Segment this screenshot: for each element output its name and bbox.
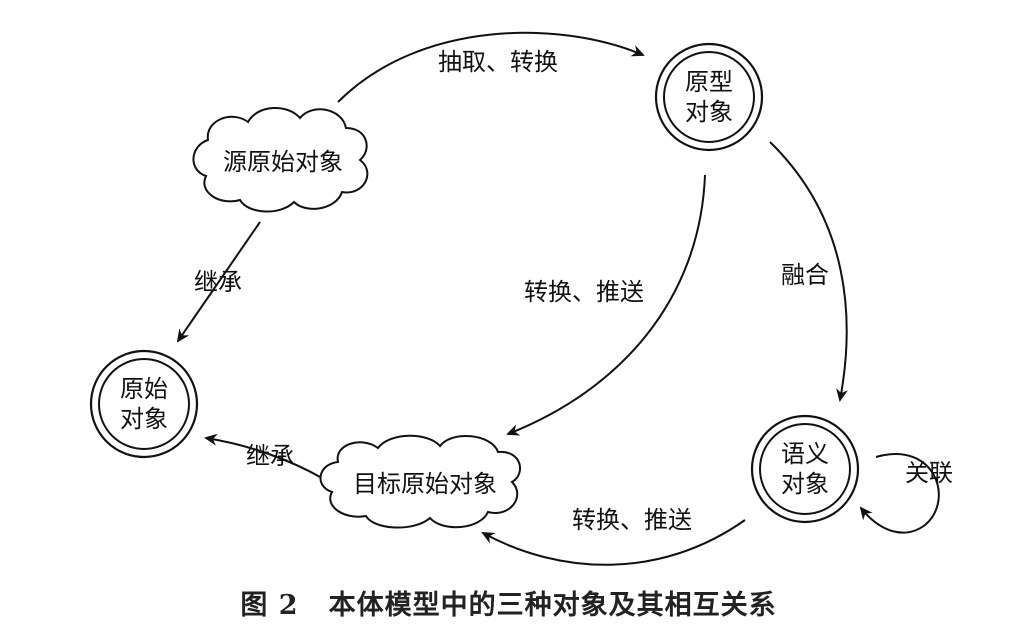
node-source-raw-object-cloud [192, 106, 369, 213]
edge-label-extract-convert: 抽取、转换 [438, 48, 558, 76]
edge-convert-push-1 [506, 174, 706, 436]
edge-label-associate: 关联 [905, 459, 953, 487]
edge-inherit-1 [176, 221, 261, 343]
edge-convert-push-2 [481, 519, 746, 566]
semantic-object-label: 语义 对象 [781, 440, 829, 498]
edge-extract-convert [337, 31, 645, 103]
figure-number: 图 2 [240, 590, 299, 621]
prototype-object-label: 原型 对象 [685, 68, 733, 126]
figure-caption: 图 2 本体模型中的三种对象及其相互关系 [0, 583, 1017, 622]
edge-label-fuse: 融合 [781, 261, 829, 289]
source-raw-object-label: 源原始对象 [223, 148, 343, 176]
edge-label-inherit-1: 继承 [194, 268, 242, 296]
edge-label-convert-push-1: 转换、推送 [524, 278, 644, 306]
edge-associate [859, 453, 940, 534]
edge-fuse [769, 141, 848, 402]
edge-label-inherit-2: 继承 [246, 442, 294, 470]
figure-title: 本体模型中的三种对象及其相互关系 [328, 590, 777, 621]
raw-object-label: 原始 对象 [120, 375, 168, 433]
node-semantic-object [750, 414, 860, 524]
node-prototype-object [654, 42, 764, 152]
node-target-raw-object-cloud [319, 434, 521, 529]
target-raw-object-label: 目标原始对象 [353, 470, 497, 498]
node-raw-object [89, 349, 199, 459]
edge-label-convert-push-2: 转换、推送 [572, 506, 692, 534]
edge-inherit-2 [204, 433, 323, 479]
